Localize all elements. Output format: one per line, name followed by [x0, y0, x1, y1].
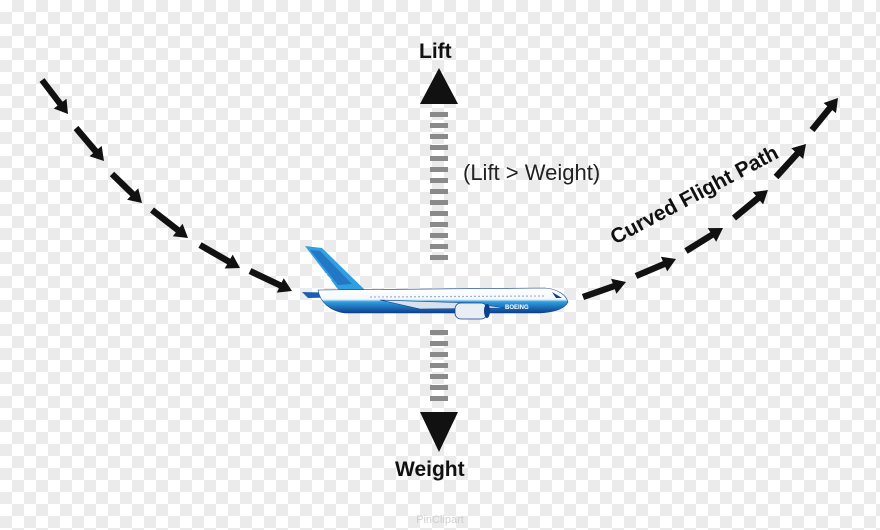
lift-greater-than-weight-label: (Lift > Weight): [463, 160, 601, 185]
airplane-cockpit: [552, 292, 562, 298]
path-arrow-left-5: [198, 242, 240, 269]
path-arrow-right-4: [732, 190, 768, 221]
airplane: 787 BOEING: [302, 246, 569, 320]
path-arrow-left-1: [39, 78, 68, 114]
flight-path-arrows: [39, 78, 838, 300]
path-arrow-right-5: [773, 144, 806, 180]
lift-arrowhead: [420, 68, 458, 104]
watermark: PinClipart: [416, 514, 464, 526]
airplane-fuselage: [317, 287, 569, 314]
airplane-engine: [454, 302, 488, 320]
path-arrow-left-4: [150, 207, 188, 238]
lift-arrow-shaft: [430, 112, 448, 260]
airplane-fuselage-text: BOEING: [505, 305, 529, 311]
lift-arrow: [420, 68, 458, 260]
lift-label: Lift: [419, 40, 452, 63]
path-arrow-right-2: [634, 256, 676, 279]
weight-arrowhead: [420, 412, 458, 452]
weight-label: Weight: [395, 458, 465, 481]
path-arrow-left-3: [109, 171, 142, 203]
path-arrow-left-2: [73, 125, 104, 161]
weight-arrow-shaft: [430, 330, 448, 401]
path-arrow-left-6: [248, 268, 292, 293]
airplane-windows: [369, 295, 546, 298]
weight-arrow: [420, 330, 458, 452]
path-arrow-right-3: [684, 228, 723, 254]
path-arrow-right-6: [809, 98, 838, 132]
path-arrow-right-1: [581, 278, 626, 300]
